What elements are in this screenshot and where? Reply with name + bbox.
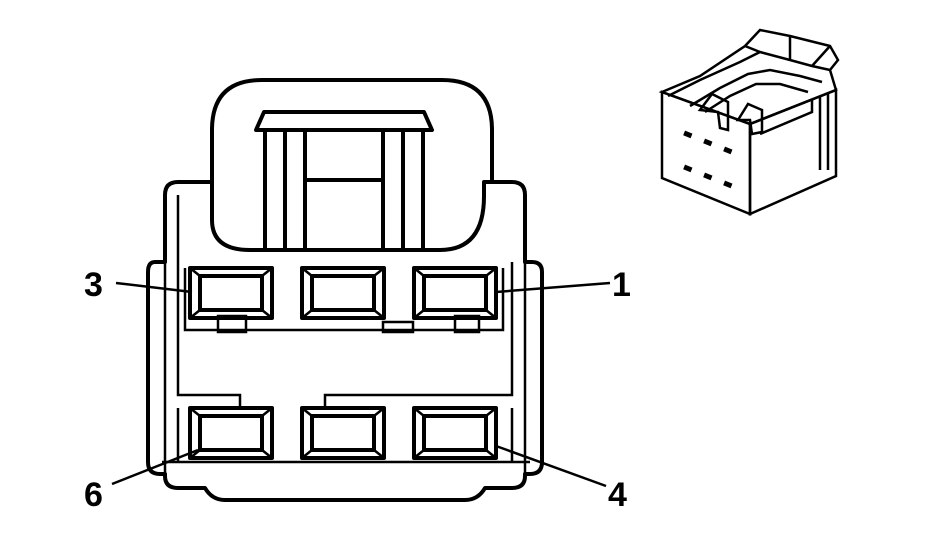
- iso-latch-body: [697, 92, 764, 136]
- cavity-2: [300, 266, 386, 320]
- pin-label-3: 3: [84, 266, 103, 304]
- latch-tab: [254, 110, 434, 250]
- pin-label-1: 1: [612, 266, 631, 304]
- iso-side-face: [748, 88, 838, 216]
- connector-isometric-view: [658, 28, 840, 216]
- pin-label-6: 6: [84, 476, 103, 514]
- cavity-3: [188, 266, 274, 320]
- iso-side-detail: [759, 94, 830, 170]
- iso-latch-ridges: [667, 36, 831, 114]
- connector-face-view: 3 1 6 4: [84, 78, 631, 514]
- leader-line-3: [115, 281, 193, 294]
- cavity-6: [188, 406, 274, 460]
- leader-line-4: [495, 444, 607, 488]
- iso-pin-openings: [683, 130, 733, 189]
- inner-body-line: [162, 195, 530, 474]
- latch-hood: [210, 78, 494, 182]
- upper-key-center: [381, 320, 415, 334]
- pin-label-4: 4: [608, 476, 627, 514]
- connector-body-outline: [146, 180, 544, 502]
- inner-wall-right: [323, 262, 514, 408]
- cavity-4: [412, 406, 498, 460]
- upper-cavity-frame: [183, 268, 505, 332]
- leader-line-6: [111, 448, 199, 486]
- leader-line-1: [495, 281, 611, 294]
- inner-wall-left: [176, 262, 242, 408]
- cavity-1: [412, 266, 498, 320]
- cavity-5: [300, 406, 386, 460]
